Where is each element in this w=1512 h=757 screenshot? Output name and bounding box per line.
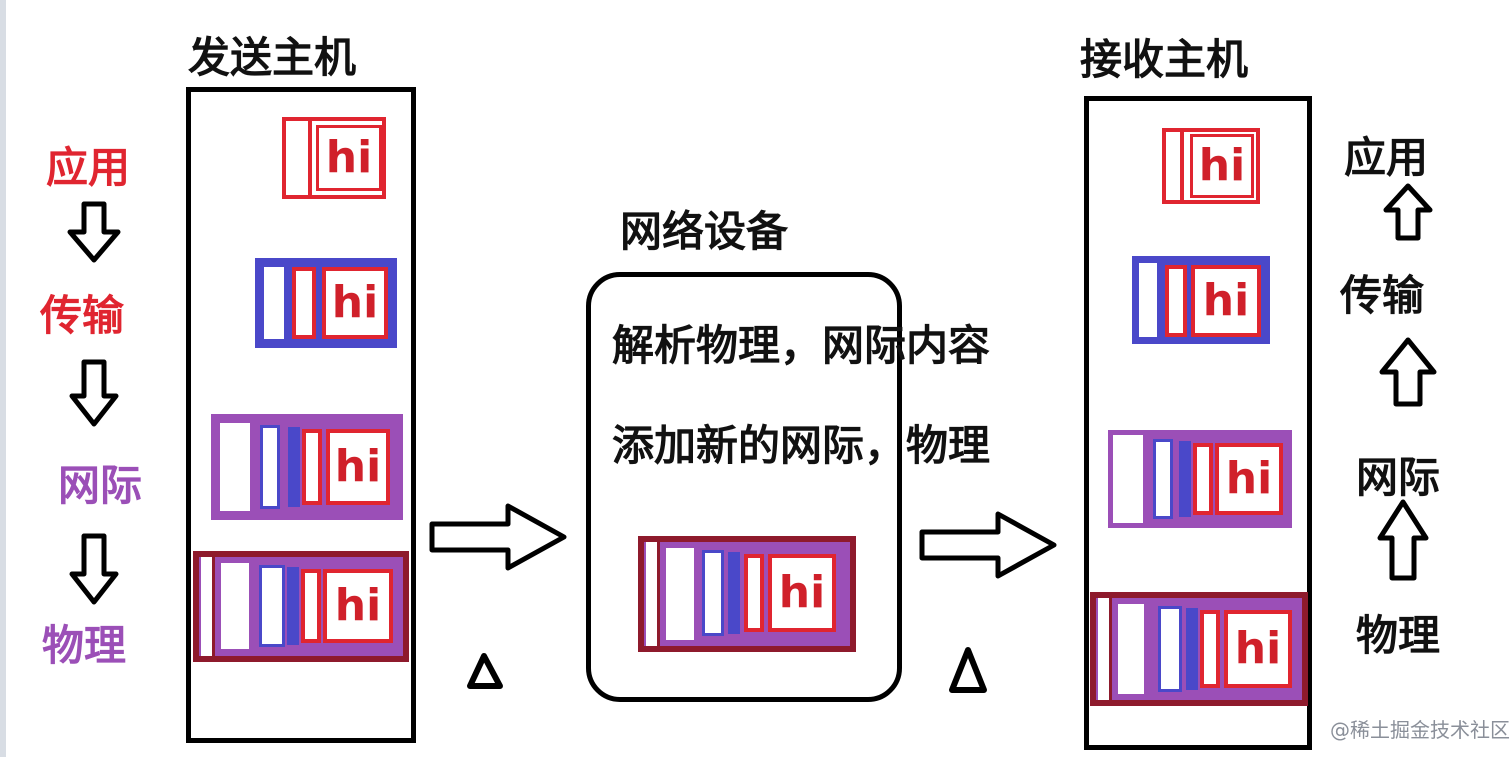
packet-transport-layer: hi — [255, 258, 397, 348]
receiver-layer-app: 应用 — [1344, 133, 1429, 182]
packet-app-layer: hi — [1162, 128, 1260, 204]
packet-physical-layer: hi — [638, 536, 856, 652]
receiver-host-box — [1084, 96, 1312, 750]
receiver-title: 接收主机 — [1080, 35, 1249, 84]
network-device-line-2: 添加新的网际，物理 — [612, 421, 991, 470]
payload-hi: hi — [322, 267, 388, 339]
payload-hi: hi — [323, 569, 393, 643]
right-arrow-icon — [918, 510, 1060, 584]
down-arrow-icon — [66, 200, 122, 268]
sender-layer-transport: 传输 — [40, 291, 125, 340]
receiver-layer-physical: 物理 — [1356, 611, 1441, 660]
sender-layer-app: 应用 — [46, 143, 131, 192]
up-arrow-icon — [1376, 498, 1430, 586]
network-device-line-1: 解析物理，网际内容 — [612, 321, 991, 370]
packet-transport-layer: hi — [1132, 256, 1270, 344]
packet-physical-layer: hi — [1090, 592, 1308, 706]
down-arrow-icon — [68, 532, 120, 610]
left-edge-bar — [0, 0, 6, 757]
small-triangle-mark — [464, 650, 506, 696]
packet-physical-layer: hi — [193, 551, 409, 662]
small-triangle-mark — [944, 646, 990, 702]
packet-network-layer: hi — [1108, 430, 1292, 528]
sender-host-box — [186, 87, 416, 743]
payload-hi: hi — [316, 125, 382, 191]
payload-hi: hi — [326, 429, 390, 505]
receiver-layer-network: 网际 — [1356, 453, 1441, 502]
right-arrow-icon — [428, 502, 570, 576]
packet-network-layer: hi — [211, 414, 403, 520]
network-device-title: 网络设备 — [620, 207, 789, 256]
down-arrow-icon — [68, 358, 120, 432]
payload-hi: hi — [768, 554, 836, 632]
packet-app-layer: hi — [282, 117, 386, 199]
payload-hi: hi — [1190, 134, 1254, 198]
payload-hi: hi — [1224, 610, 1292, 688]
up-arrow-icon — [1382, 182, 1434, 246]
sender-layer-physical: 物理 — [42, 621, 127, 670]
payload-hi: hi — [1191, 265, 1261, 337]
sender-layer-network: 网际 — [58, 461, 143, 510]
receiver-layer-transport: 传输 — [1340, 271, 1425, 320]
watermark: @稀土掘金技术社区 — [1330, 718, 1510, 742]
payload-hi: hi — [1215, 443, 1283, 515]
up-arrow-icon — [1378, 336, 1438, 412]
sender-title: 发送主机 — [188, 33, 357, 82]
network-device-box — [586, 272, 902, 702]
